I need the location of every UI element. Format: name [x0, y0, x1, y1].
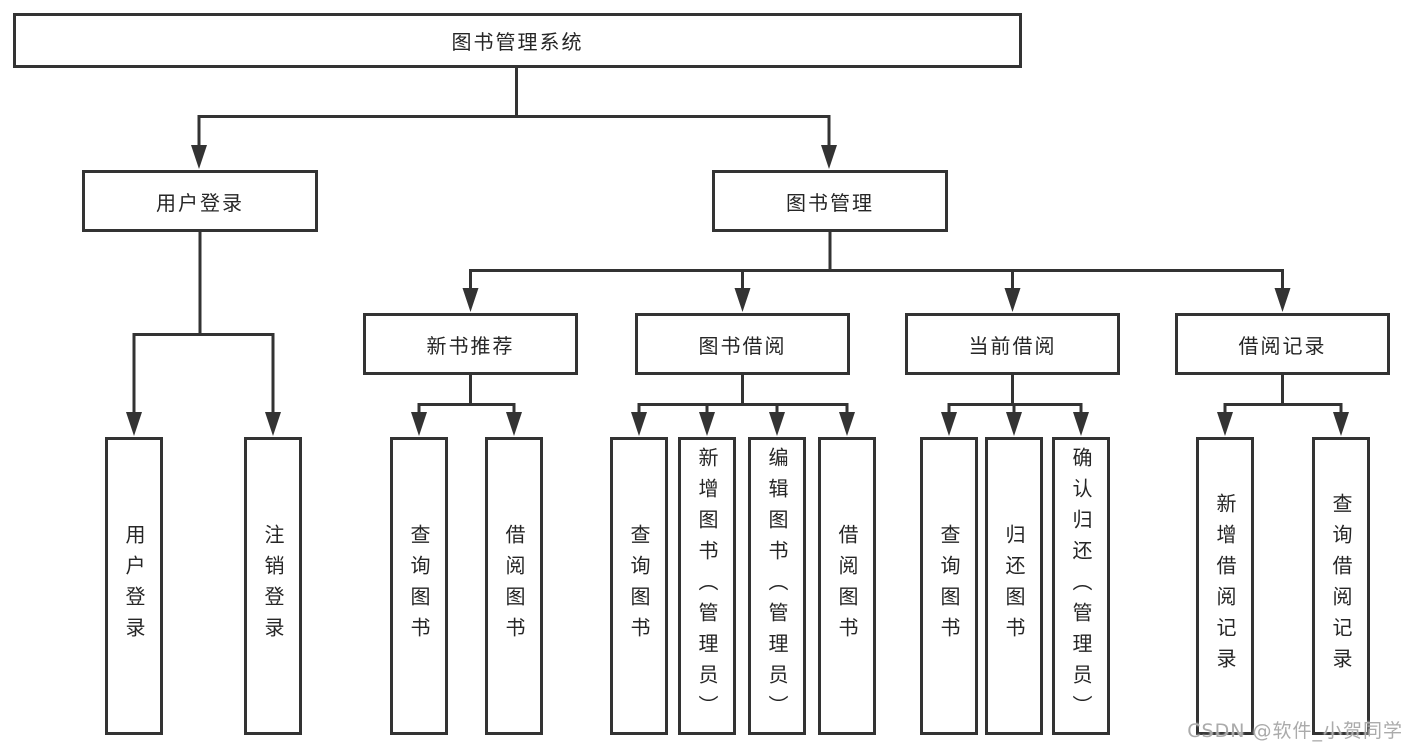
leaf-br-add-record: 新增借阅记录 [1196, 437, 1254, 735]
leaf-label: 查询图书 [627, 524, 651, 648]
leaf-label: 查询借阅记录 [1329, 493, 1353, 679]
leaf-user-login: 用户登录 [105, 437, 163, 735]
node-user-login: 用户登录 [82, 170, 318, 232]
leaf-label: 编辑图书（管理员） [765, 446, 789, 726]
node-borrow-records: 借阅记录 [1175, 313, 1390, 375]
leaf-label: 归还图书 [1002, 524, 1026, 648]
leaf-label: 新增借阅记录 [1213, 493, 1237, 679]
node-library-management-system: 图书管理系统 [13, 13, 1022, 68]
leaf-label: 借阅图书 [835, 524, 859, 648]
leaf-label: 新增图书（管理员） [695, 446, 719, 726]
leaf-cb-query-books: 查询图书 [920, 437, 978, 735]
leaf-label: 查询图书 [407, 524, 431, 648]
node-book-borrow: 图书借阅 [635, 313, 850, 375]
leaf-bb-add-books-admin: 新增图书（管理员） [678, 437, 736, 735]
leaf-logout: 注销登录 [244, 437, 302, 735]
watermark-text: CSDN @软件_小贺同学 [1187, 720, 1403, 742]
leaf-cb-confirm-return-admin: 确认归还（管理员） [1052, 437, 1110, 735]
leaf-label: 用户登录 [122, 524, 146, 648]
leaf-label: 查询图书 [937, 524, 961, 648]
node-new-book-recommend: 新书推荐 [363, 313, 578, 375]
leaf-label: 借阅图书 [502, 524, 526, 648]
arrowheads [126, 145, 1349, 436]
leaf-nb-borrow-books: 借阅图书 [485, 437, 543, 735]
leaf-cb-return-books: 归还图书 [985, 437, 1043, 735]
leaf-nb-query-books: 查询图书 [390, 437, 448, 735]
leaf-bb-edit-books-admin: 编辑图书（管理员） [748, 437, 806, 735]
leaf-bb-query-books: 查询图书 [610, 437, 668, 735]
node-current-borrow: 当前借阅 [905, 313, 1120, 375]
leaf-label: 注销登录 [261, 524, 285, 648]
node-book-management: 图书管理 [712, 170, 948, 232]
leaf-bb-borrow-books: 借阅图书 [818, 437, 876, 735]
leaf-label: 确认归还（管理员） [1069, 446, 1093, 726]
leaf-br-query-record: 查询借阅记录 [1312, 437, 1370, 735]
